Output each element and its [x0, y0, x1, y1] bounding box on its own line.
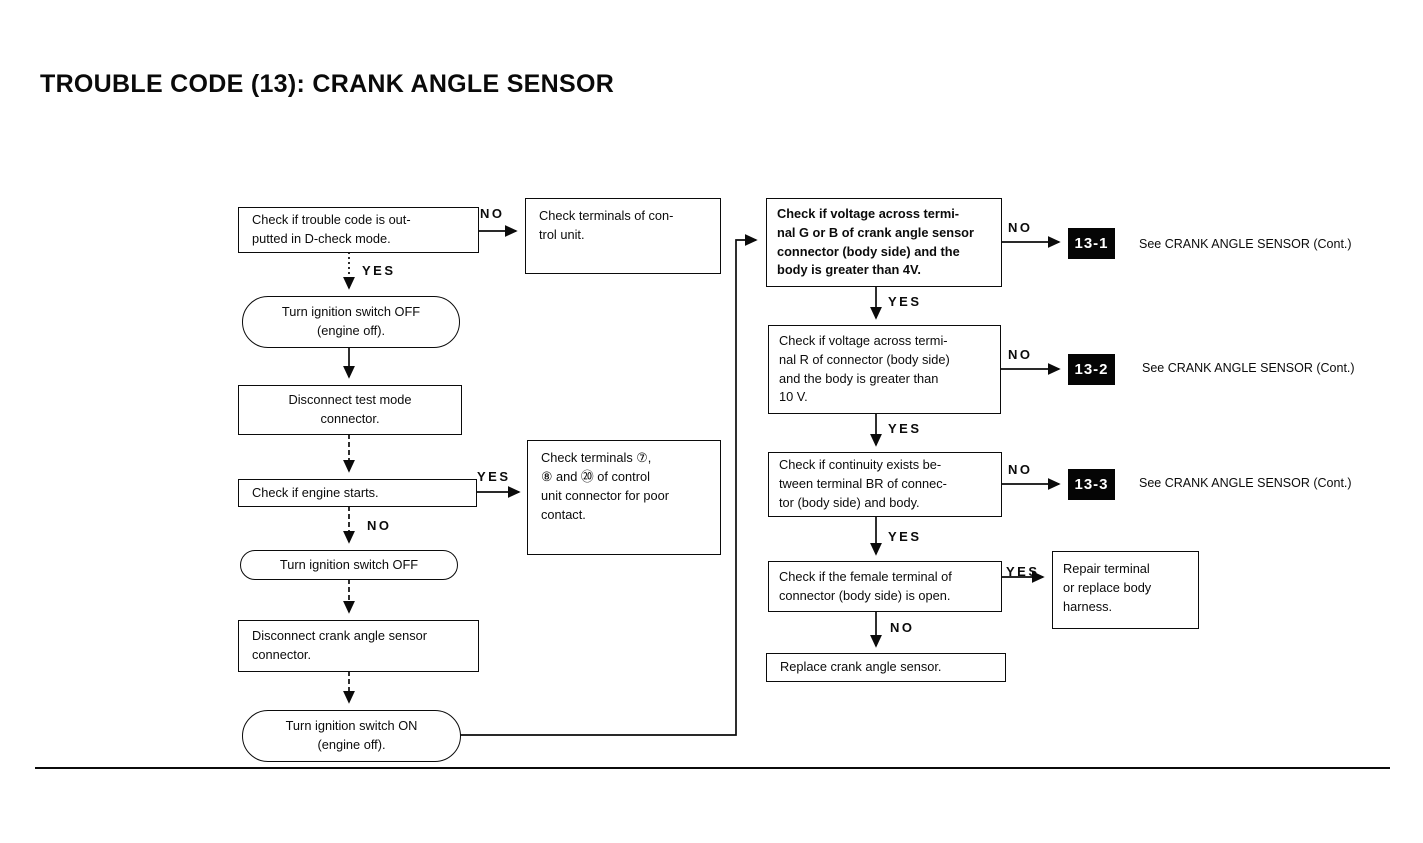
- code-reference: See CRANK ANGLE SENSOR (Cont.): [1142, 361, 1355, 375]
- code-reference: See CRANK ANGLE SENSOR (Cont.): [1139, 237, 1352, 251]
- page-divider: [35, 767, 1390, 769]
- code-chip-13-1: 13-1: [1068, 228, 1115, 259]
- branch-label-yes: YES: [888, 421, 922, 436]
- code-reference: See CRANK ANGLE SENSOR (Cont.): [1139, 476, 1352, 490]
- step-ignition-off-engine-off: Turn ignition switch OFF (engine off).: [242, 296, 460, 348]
- code-chip-13-3: 13-3: [1068, 469, 1115, 500]
- step-text: Check if voltage across termi- nal G or …: [777, 205, 974, 278]
- step-check-terminals-7-8-20: Check terminals ⑦, ⑧ and ⑳ of control un…: [527, 440, 721, 555]
- step-check-female-terminal: Check if the female terminal of connecto…: [768, 561, 1002, 612]
- branch-label-no: NO: [1008, 462, 1033, 477]
- step-text: Check if continuity exists be- tween ter…: [779, 457, 947, 510]
- step-text: Replace crank angle sensor.: [780, 659, 942, 675]
- step-text: Disconnect crank angle sensor connector.: [252, 628, 427, 662]
- branch-label-no: NO: [367, 518, 392, 533]
- step-replace-crank-angle-sensor: Replace crank angle sensor.: [766, 653, 1006, 682]
- page-title: TROUBLE CODE (13): CRANK ANGLE SENSOR: [40, 70, 615, 98]
- step-text: Check terminals ⑦, ⑧ and ⑳ of control un…: [541, 450, 670, 522]
- step-text: Turn ignition switch OFF: [279, 556, 419, 572]
- code-chip-13-2: 13-2: [1068, 354, 1115, 385]
- step-ignition-off: Turn ignition switch OFF: [240, 550, 458, 580]
- step-text: Repair terminal or replace body harness.: [1063, 561, 1152, 614]
- branch-label-yes: YES: [888, 294, 922, 309]
- step-check-voltage-g-b: Check if voltage across termi- nal G or …: [766, 198, 1002, 287]
- step-check-continuity-br: Check if continuity exists be- tween ter…: [768, 452, 1002, 517]
- branch-label-no: NO: [480, 206, 505, 221]
- step-check-trouble-code: Check if trouble code is out- putted in …: [238, 207, 479, 253]
- step-disconnect-test-mode-connector: Disconnect test mode connector.: [238, 385, 462, 435]
- branch-label-no: NO: [890, 620, 915, 635]
- step-disconnect-crank-sensor-connector: Disconnect crank angle sensor connector.: [238, 620, 479, 672]
- step-ignition-on-engine-off: Turn ignition switch ON (engine off).: [242, 710, 461, 762]
- step-text: Check if trouble code is out- putted in …: [252, 212, 411, 246]
- step-text: Check if the female terminal of connecto…: [779, 568, 952, 603]
- branch-label-yes: YES: [477, 469, 511, 484]
- step-text: Turn ignition switch OFF (engine off).: [281, 304, 421, 338]
- step-text: Turn ignition switch ON (engine off).: [285, 718, 418, 752]
- branch-label-no: NO: [1008, 347, 1033, 362]
- branch-label-yes: YES: [362, 263, 396, 278]
- branch-label-no: NO: [1008, 220, 1033, 235]
- step-text: Check if engine starts.: [252, 484, 379, 500]
- branch-label-yes: YES: [1006, 564, 1040, 579]
- step-check-engine-starts: Check if engine starts.: [238, 479, 477, 507]
- step-text: Disconnect test mode connector.: [288, 392, 412, 426]
- step-text: Check terminals of con- trol unit.: [539, 208, 674, 242]
- step-repair-terminal: Repair terminal or replace body harness.: [1052, 551, 1199, 629]
- step-check-voltage-r: Check if voltage across termi- nal R of …: [768, 325, 1001, 414]
- step-text: Check if voltage across termi- nal R of …: [779, 332, 950, 405]
- step-check-terminals-control-unit: Check terminals of con- trol unit.: [525, 198, 721, 274]
- branch-label-yes: YES: [888, 529, 922, 544]
